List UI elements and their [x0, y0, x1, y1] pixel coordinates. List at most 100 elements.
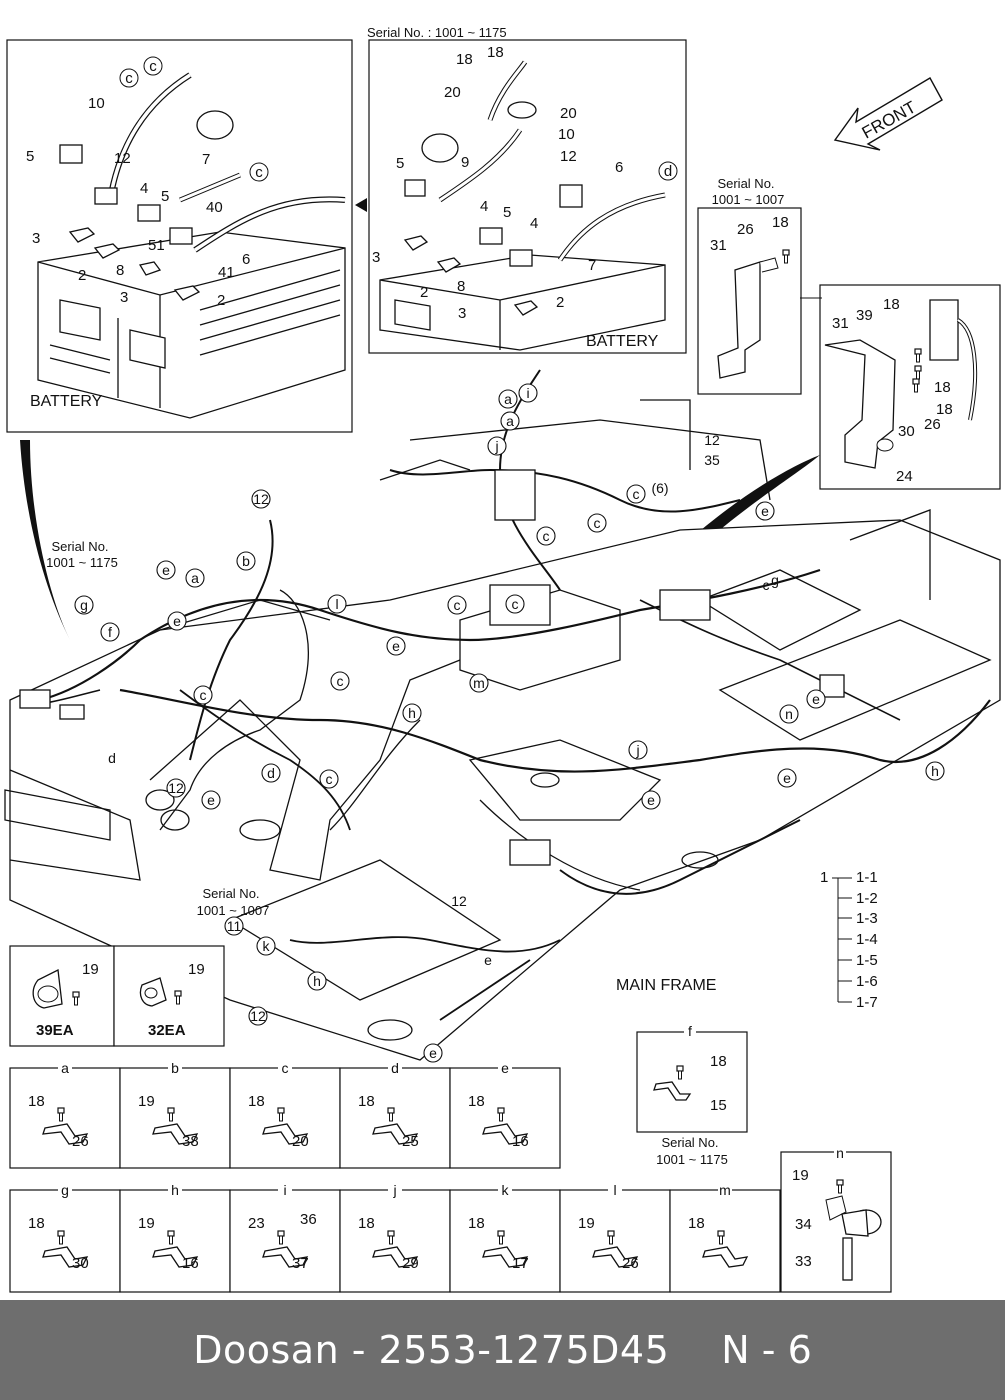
main-callout: n — [785, 706, 793, 722]
clamp-sketch — [262, 1246, 309, 1268]
main-callout: 12 — [253, 491, 269, 507]
clamp-sketch — [702, 1246, 749, 1268]
main-callout: c — [200, 687, 207, 703]
serial-label: 20 — [444, 84, 461, 101]
detail-box-label: 18 — [28, 1093, 45, 1110]
callout-circle — [777, 768, 797, 788]
main-callout: g — [771, 572, 779, 588]
inset-qty: 39EA — [36, 1022, 74, 1039]
main-serial: Serial No. — [51, 539, 108, 554]
serial-label: 3 — [372, 249, 380, 266]
main-callout: a — [506, 413, 514, 429]
callout-circle — [193, 685, 213, 705]
bracket-small-panel: Serial No. 1001 ~ 1007 26 18 31 — [697, 176, 802, 395]
callout-circle — [447, 595, 467, 615]
detail-box — [559, 1189, 671, 1293]
detail-n: n 19 34 33 — [780, 1145, 892, 1293]
battery-label: 3 — [120, 289, 128, 306]
bracket-detail-panel: 31 39 18 18 26 18 30 24 — [819, 284, 1001, 490]
detail-box — [339, 1067, 451, 1169]
main-callout: e — [173, 613, 181, 629]
callout-circle — [330, 671, 350, 691]
main-callout: 11 — [227, 918, 242, 934]
main-frame-drawing — [4, 369, 1001, 1061]
bracket-label: 18 — [772, 214, 789, 231]
detail-box-label: 36 — [300, 1211, 317, 1228]
battery-label: 7 — [202, 151, 210, 168]
callout-circle — [469, 673, 489, 693]
callout-circle — [536, 526, 556, 546]
detail-box-label: 19 — [138, 1215, 155, 1232]
callout-circle — [641, 790, 661, 810]
callout-circle — [755, 501, 775, 521]
battery-label: 10 — [88, 95, 105, 112]
battery-label: 5 — [26, 148, 34, 165]
main-callout: e — [761, 503, 769, 519]
main-callout: m — [473, 675, 485, 691]
detail-box — [339, 1189, 451, 1293]
serial-label: 20 — [560, 105, 577, 122]
main-callout: e — [484, 952, 492, 968]
detail-box-label: 18 — [358, 1093, 375, 1110]
callout-circle — [74, 595, 94, 615]
detail-box — [669, 1189, 781, 1293]
main-callout: f — [108, 624, 112, 640]
callout-circle — [587, 513, 607, 533]
bracket-detail-label: 24 — [896, 468, 913, 485]
battery-label: 5 — [161, 188, 169, 205]
detail-box-label: 25 — [402, 1133, 419, 1150]
detail-f-title: f — [688, 1023, 692, 1039]
callout-circle — [628, 740, 648, 760]
serial-label: 3 — [458, 305, 466, 322]
callout-circle — [166, 778, 186, 798]
callout-circle — [498, 389, 518, 409]
detail-box-title: l — [613, 1182, 616, 1198]
callout-circle — [386, 636, 406, 656]
main-callout: c — [337, 673, 344, 689]
callout-circle — [402, 703, 422, 723]
main-callout: i — [526, 385, 529, 401]
parts-list-item: 1-5 — [856, 952, 878, 969]
clamp-sketch — [372, 1246, 419, 1268]
clamp-sketch — [152, 1246, 199, 1268]
detail-box-label: 18 — [28, 1215, 45, 1232]
main-callout: c — [763, 577, 770, 593]
main-callout: c — [454, 597, 461, 613]
detail-box — [449, 1189, 561, 1293]
detail-box — [9, 1067, 121, 1169]
callout-circle — [185, 568, 205, 588]
battery-label: 12 — [114, 150, 131, 167]
clamp-sketch — [42, 1123, 89, 1145]
battery-label: c — [255, 164, 263, 181]
footer-page-number: N - 6 — [721, 1328, 812, 1372]
detail-box-label: 23 — [248, 1215, 265, 1232]
callout-circle — [224, 916, 244, 936]
serial-label: 2 — [556, 294, 564, 311]
battery-label: 40 — [206, 199, 223, 216]
serial-panel-title: Serial No. : 1001 ~ 1175 — [367, 25, 507, 40]
detail-box-label: 26 — [622, 1255, 639, 1272]
clamp-sketch — [482, 1246, 529, 1268]
detail-n-title: n — [836, 1145, 844, 1161]
serial-label: 18 — [487, 44, 504, 61]
parts-list-item: 1-3 — [856, 910, 878, 927]
serial-label: 4 — [530, 215, 538, 232]
detail-box — [229, 1189, 341, 1293]
parts-diagram: c c 10 5 12 7 4 3 5 40 c 2 8 51 6 41 3 2… — [4, 25, 1001, 1293]
detail-f-label: 18 — [710, 1053, 727, 1070]
battery-label: 3 — [32, 230, 40, 247]
detail-box-label: 29 — [402, 1255, 419, 1272]
serial-label: 8 — [457, 278, 465, 295]
battery-label: c — [125, 70, 133, 87]
main-callout: h — [313, 973, 321, 989]
detail-box — [119, 1189, 231, 1293]
serial-label: 4 — [480, 198, 488, 215]
callout-circle — [256, 936, 276, 956]
detail-box-label: 30 — [72, 1255, 89, 1272]
callout-circle — [248, 1006, 268, 1026]
callout-circle — [201, 790, 221, 810]
bracket-serial: 1001 ~ 1007 — [712, 192, 785, 207]
clamp-sketch — [592, 1246, 639, 1268]
main-callout: e — [162, 562, 170, 578]
